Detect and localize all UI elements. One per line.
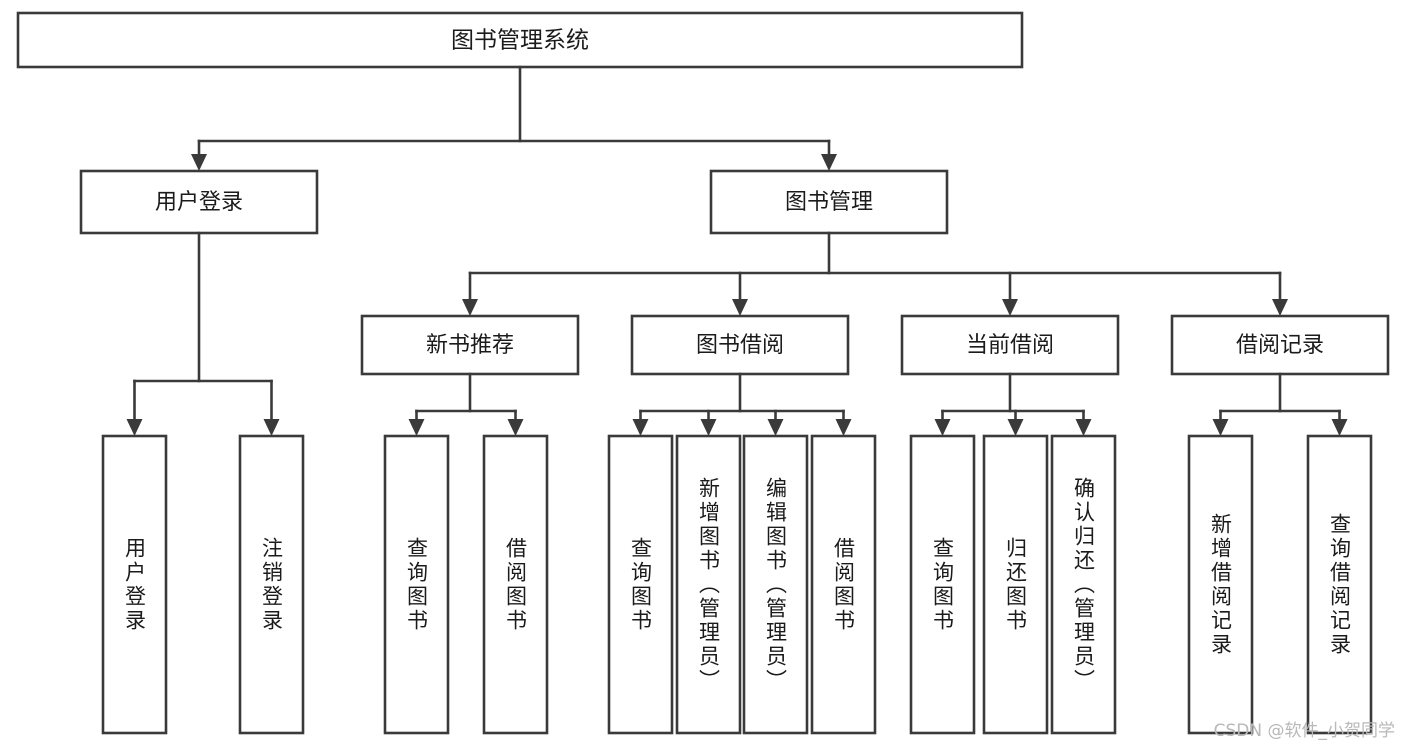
arrow-down-icon	[263, 419, 280, 436]
leaf-node-leaf-borrow-book-1[interactable]	[482, 434, 549, 735]
leaf-node-leaf-borrow-book-2[interactable]	[810, 434, 877, 735]
node-rect	[675, 434, 742, 735]
node-rect	[810, 434, 877, 735]
arrow-down-icon	[835, 419, 852, 436]
leaf-node-leaf-query-book-3[interactable]	[909, 434, 976, 735]
node-new-book-rec[interactable]: 新书推荐	[360, 314, 580, 376]
arrow-down-icon	[1075, 419, 1092, 436]
node-label: 借阅记录	[1236, 333, 1324, 358]
node-label: 图书借阅	[696, 333, 784, 358]
node-rect	[1187, 434, 1254, 735]
leaf-node-leaf-add-book[interactable]	[675, 434, 742, 735]
node-user-login[interactable]: 用户登录	[79, 169, 319, 235]
leaf-node-leaf-edit-book[interactable]	[742, 434, 809, 735]
node-label: 图书管理系统	[451, 28, 589, 54]
arrow-down-icon	[191, 154, 207, 171]
arrow-down-icon	[462, 299, 478, 316]
node-rect	[900, 314, 1120, 376]
arrow-down-icon	[821, 154, 837, 171]
leaf-node-leaf-user-logout[interactable]	[238, 434, 305, 735]
node-borrow-record[interactable]: 借阅记录	[1170, 314, 1390, 376]
arrow-down-icon	[507, 419, 524, 436]
node-current-borrow[interactable]: 当前借阅	[900, 314, 1120, 376]
arrow-down-icon	[732, 299, 748, 316]
node-rect	[360, 314, 580, 376]
arrow-down-icon	[1007, 419, 1024, 436]
node-label: 新书推荐	[426, 333, 514, 358]
node-label: 图书管理	[785, 190, 873, 215]
arrow-down-icon	[408, 419, 425, 436]
arrow-down-icon	[1272, 299, 1288, 316]
node-label: 当前借阅	[966, 333, 1054, 358]
node-root[interactable]: 图书管理系统	[16, 11, 1024, 69]
arrow-down-icon	[632, 419, 649, 436]
leaf-node-leaf-return-book[interactable]	[982, 434, 1049, 735]
node-rect	[79, 169, 319, 235]
node-rect	[742, 434, 809, 735]
node-rect	[383, 434, 450, 735]
node-rect	[982, 434, 1049, 735]
node-rect	[101, 434, 168, 735]
node-rect	[482, 434, 549, 735]
leaf-node-leaf-query-book-1[interactable]	[383, 434, 450, 735]
arrow-down-icon	[1002, 299, 1018, 316]
node-rect	[1050, 434, 1117, 735]
node-rect	[238, 434, 305, 735]
leaf-node-leaf-add-record[interactable]	[1187, 434, 1254, 735]
arrow-down-icon	[700, 419, 717, 436]
leaf-node-leaf-user-login[interactable]	[101, 434, 168, 735]
node-rect	[1306, 434, 1373, 735]
arrow-down-icon	[1212, 419, 1229, 436]
arrow-down-icon	[1331, 419, 1348, 436]
node-rect	[909, 434, 976, 735]
leaf-node-leaf-confirm-return[interactable]	[1050, 434, 1117, 735]
node-label: 用户登录	[155, 190, 243, 215]
leaf-node-leaf-query-record[interactable]	[1306, 434, 1373, 735]
leaf-node-leaf-query-book-2[interactable]	[607, 434, 674, 735]
arrow-down-icon	[126, 419, 143, 436]
node-book-manage[interactable]: 图书管理	[709, 169, 949, 235]
arrow-down-icon	[767, 419, 784, 436]
node-rect	[607, 434, 674, 735]
arrow-down-icon	[934, 419, 951, 436]
node-rect	[16, 11, 1024, 69]
node-book-borrow[interactable]: 图书借阅	[630, 314, 850, 376]
